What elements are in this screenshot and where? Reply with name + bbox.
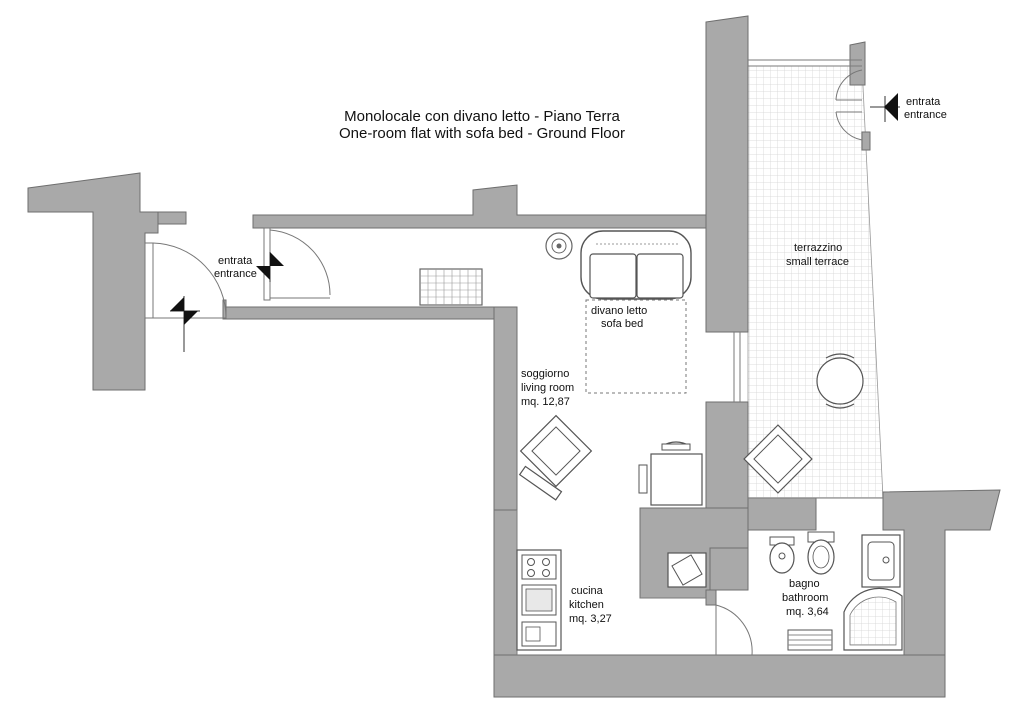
- terrace-table: [816, 353, 864, 409]
- title-line-2: One-room flat with sofa bed - Ground Flo…: [339, 125, 625, 142]
- terrace-door: [835, 69, 900, 141]
- entrance-right-en: entrance: [904, 109, 947, 121]
- sofa-bed: [580, 230, 692, 394]
- wall-south: [493, 654, 946, 698]
- sofa-bed-it: divano letto: [591, 305, 647, 317]
- washing-machine: [667, 552, 707, 588]
- title-line-1: Monolocale con divano letto - Piano Terr…: [344, 108, 620, 125]
- wall-terrace-west-top: [705, 15, 749, 333]
- living-en: living room: [521, 382, 574, 394]
- bathroom-it: bagno: [789, 578, 820, 590]
- bathroom-en: bathroom: [782, 592, 828, 604]
- toilet: [807, 531, 835, 575]
- sink: [861, 534, 901, 588]
- wall-terrace-east-stub: [861, 131, 871, 151]
- living-it: soggiorno: [521, 368, 569, 380]
- entrance-right-it: entrata: [906, 96, 941, 108]
- wall-living-west: [493, 306, 518, 511]
- wall-between-doors: [157, 211, 187, 225]
- dining-table: [638, 441, 703, 506]
- shower: [843, 587, 903, 651]
- wall-west-outer: [27, 172, 159, 391]
- wall-bath-north: [747, 497, 817, 531]
- entrance-arrow-left: [170, 296, 200, 352]
- kitchen-area: mq. 3,27: [569, 613, 612, 625]
- bath-mat: [787, 629, 833, 651]
- kitchen-en: kitchen: [569, 599, 604, 611]
- plant-icon: [545, 232, 573, 260]
- entrance-left-en: entrance: [214, 268, 257, 280]
- wall-terrace-north-right: [849, 41, 866, 86]
- radiator-grid: [420, 269, 482, 305]
- living-area: mq. 12,87: [521, 396, 570, 408]
- armchair-terrace: [743, 424, 813, 494]
- armchair-living: [519, 414, 593, 488]
- entrance-left-it: entrata: [218, 255, 253, 267]
- bathroom-area: mq. 3,64: [786, 606, 829, 618]
- kitchen-counter: [516, 549, 562, 651]
- sofa-bed-en: sofa bed: [601, 318, 643, 330]
- bathroom-door: [715, 604, 753, 656]
- terrace-en: small terrace: [786, 256, 849, 268]
- kitchen-it: cucina: [571, 585, 604, 597]
- terrace-it: terrazzino: [794, 242, 842, 254]
- wall-bath-north-right: [882, 489, 1001, 656]
- terrace-floor: [747, 65, 884, 499]
- bidet: [769, 536, 795, 574]
- radiator: [419, 268, 483, 306]
- wall-corridor-north: [252, 184, 707, 229]
- wall-corridor-south: [222, 306, 518, 320]
- wall-bath-west: [705, 589, 717, 606]
- entrance-arrow-corridor: [256, 252, 284, 282]
- tv-shelf: [518, 465, 563, 501]
- west-door: [144, 242, 227, 319]
